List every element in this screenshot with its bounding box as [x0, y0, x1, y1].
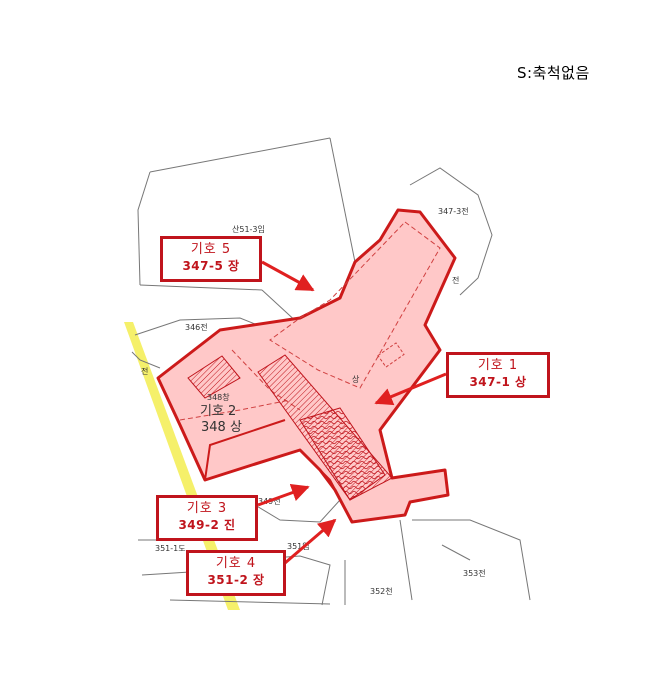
parcel-label-sang: 상: [352, 374, 360, 384]
parcel-label-352: 352천: [370, 586, 393, 596]
parcel-label-346: 346전: [185, 322, 208, 332]
callout-4-line2: 351-2 장: [207, 573, 265, 587]
callout-1-line1: 기호 1: [477, 358, 519, 373]
region2-label-line2: 348 상: [201, 420, 242, 435]
callout-5-line2: 347-5 장: [182, 259, 240, 273]
parcel-boundaries: [131, 137, 531, 606]
parcel-label-351-3: 산51-3임: [232, 224, 265, 234]
callout-3-line2: 349-2 진: [178, 518, 236, 532]
callout-5: 기호 5 347-5 장: [160, 236, 262, 282]
dashed-line-2: [179, 399, 291, 421]
parcel-label-351-1: 351-1도: [155, 544, 186, 553]
parcel-label-353: 353전: [463, 568, 486, 578]
callout-4: 기호 4 351-2 장: [186, 550, 286, 596]
parcel-label-351: 351임: [287, 542, 310, 551]
parcel-label-347-3: 347-3전: [438, 206, 469, 216]
scale-note: S:축척없음: [517, 64, 590, 82]
wave-building: [299, 407, 386, 501]
callout-arrows: [257, 260, 447, 565]
callout-1-line2: 347-1 상: [469, 375, 527, 389]
parcel-label-left: 전: [141, 366, 148, 376]
parcel-label-348: 348창: [207, 393, 230, 402]
callout-3: 기호 3 349-2 진: [156, 495, 258, 541]
inner-boundaries: [204, 419, 353, 523]
dashed-line: [231, 349, 301, 411]
parcel-label-347-x: 전: [452, 275, 459, 285]
callout-5-line1: 기호 5: [190, 242, 232, 257]
callout-3-line1: 기호 3: [186, 501, 228, 516]
hatched-building-small: [187, 355, 241, 399]
callout-4-line1: 기호 4: [215, 556, 257, 571]
region2-label-line1: 기호 2: [200, 404, 236, 419]
callout-1: 기호 1 347-1 상: [446, 352, 550, 398]
small-dashed-box: [377, 342, 405, 368]
